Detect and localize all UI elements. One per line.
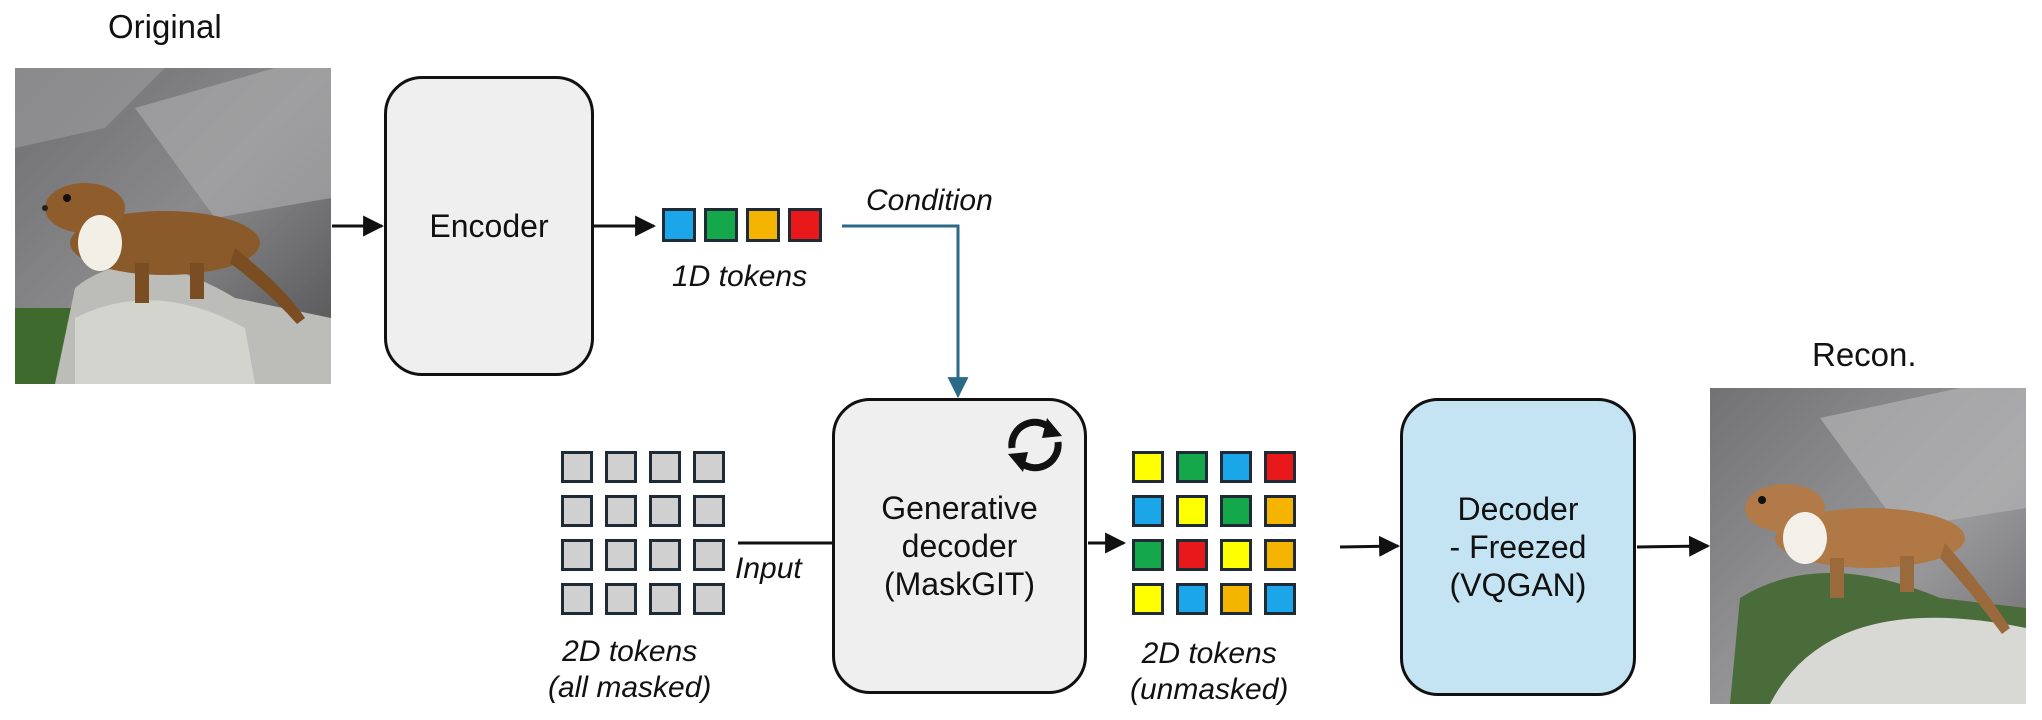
token-1d (788, 208, 822, 242)
token-1d (662, 208, 696, 242)
generative-decoder-box: Generative decoder (MaskGIT) (832, 398, 1087, 694)
tokens-2d-unmasked-label: 2D tokens (unmasked) (1130, 636, 1288, 708)
masked-token (561, 583, 593, 615)
original-label: Original (108, 8, 222, 45)
refresh-icon (1000, 410, 1070, 480)
masked-token (605, 451, 637, 483)
original-image (15, 68, 331, 384)
unmasked-token (1132, 451, 1164, 483)
token-1d (704, 208, 738, 242)
masked-token (649, 583, 681, 615)
masked-token (561, 539, 593, 571)
token-1d (746, 208, 780, 242)
unmasked-token (1176, 583, 1208, 615)
unmasked-token (1220, 583, 1252, 615)
encoder-box: Encoder (384, 76, 594, 376)
tokens-2d-masked-label-line1: 2D tokens (562, 635, 698, 668)
arrow-tokens-to-decoder (1339, 535, 1401, 557)
unmasked-token (1264, 583, 1296, 615)
unmasked-token (1132, 539, 1164, 571)
masked-token (693, 539, 725, 571)
tokens-1d-label: 1D tokens (672, 260, 808, 293)
unmasked-token (1176, 451, 1208, 483)
masked-token (605, 583, 637, 615)
masked-token (561, 495, 593, 527)
unmasked-token (1220, 451, 1252, 483)
recon-label: Recon. (1812, 336, 1917, 373)
masked-token (693, 495, 725, 527)
vqgan-decoder-label-line1: Decoder (1457, 491, 1579, 527)
unmasked-token (1132, 583, 1164, 615)
tokens-2d-unmasked-label-line1: 2D tokens (1141, 637, 1277, 670)
input-label: Input (735, 552, 802, 585)
unmasked-token (1264, 539, 1296, 571)
encoder-label: Encoder (429, 208, 549, 244)
tokens-2d-masked (561, 451, 725, 615)
masked-token (693, 583, 725, 615)
condition-line (842, 224, 969, 399)
masked-token (649, 495, 681, 527)
vqgan-decoder-label-line2: - Freezed (1449, 529, 1587, 565)
unmasked-token (1176, 539, 1208, 571)
unmasked-token (1220, 495, 1252, 527)
unmasked-token (1264, 495, 1296, 527)
tokens-2d-unmasked-label-line2: (unmasked) (1130, 673, 1289, 706)
vqgan-decoder-box: Decoder - Freezed (VQGAN) (1400, 398, 1636, 696)
masked-token (649, 451, 681, 483)
generative-decoder-label-line1: Generative (881, 490, 1038, 526)
masked-token (693, 451, 725, 483)
generative-decoder-label-line3: (MaskGIT) (883, 566, 1036, 602)
vqgan-decoder-label-line3: (VQGAN) (1449, 567, 1587, 603)
unmasked-token (1220, 539, 1252, 571)
tokens-2d-masked-label: 2D tokens (all masked) (548, 634, 711, 706)
unmasked-token (1132, 495, 1164, 527)
unmasked-token (1176, 495, 1208, 527)
condition-label: Condition (866, 184, 993, 217)
tokens-1d (662, 208, 822, 242)
generative-decoder-label-line2: decoder (901, 528, 1018, 564)
recon-image (1710, 388, 2026, 704)
masked-token (605, 495, 637, 527)
masked-token (561, 451, 593, 483)
masked-token (649, 539, 681, 571)
masked-token (605, 539, 637, 571)
tokens-2d-unmasked (1132, 451, 1296, 615)
unmasked-token (1264, 451, 1296, 483)
tokens-2d-masked-label-line2: (all masked) (548, 671, 712, 704)
arrow-decoder-to-recon (1636, 535, 1711, 557)
